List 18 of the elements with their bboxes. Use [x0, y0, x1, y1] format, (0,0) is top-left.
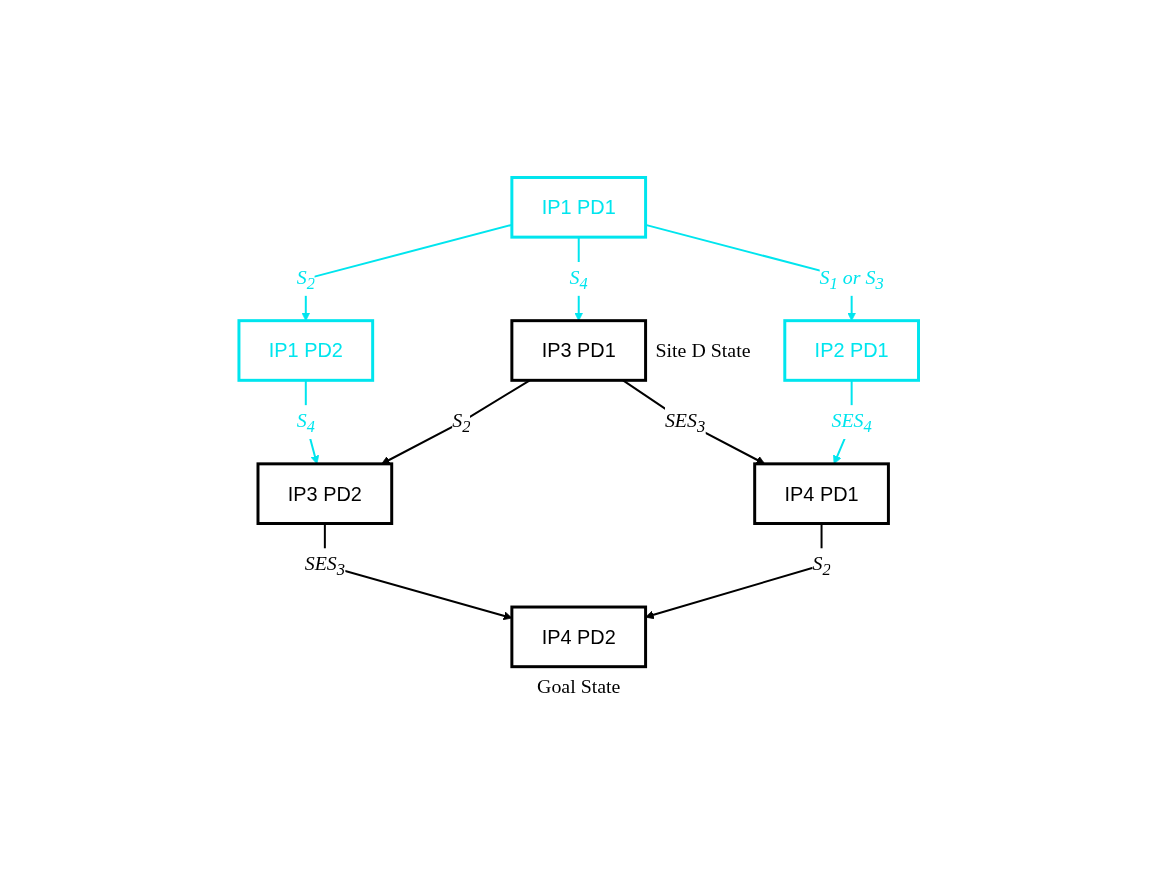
- edge-label: S$_{2}$: [296, 265, 315, 293]
- node-box: IP4 PD2: [510, 605, 647, 668]
- edge-label: SES$_{4}$: [831, 408, 872, 436]
- node-box: IP4 PD1: [752, 461, 890, 525]
- edge-label: SES$_{3}$: [664, 408, 706, 436]
- node-box: IP1 PD2: [237, 318, 374, 382]
- edge-label: S$_{2}$: [812, 551, 831, 579]
- node-box: IP1 PD1: [510, 175, 647, 239]
- state-caption: Goal State: [536, 674, 621, 697]
- state-caption: Site D State: [655, 338, 751, 361]
- edge-label: S$_{1}$ or S$_{3}$: [819, 265, 884, 293]
- edge-label: S$_{4}$: [296, 408, 315, 436]
- node-box: IP3 PD1: [510, 318, 647, 382]
- edge-label: SES$_{3}$: [304, 551, 345, 579]
- node-box: IP2 PD1: [783, 318, 920, 382]
- edge-label: S$_{4}$: [569, 265, 588, 293]
- edge-label: S$_{2}$: [451, 408, 471, 436]
- node-box: IP3 PD2: [256, 461, 393, 525]
